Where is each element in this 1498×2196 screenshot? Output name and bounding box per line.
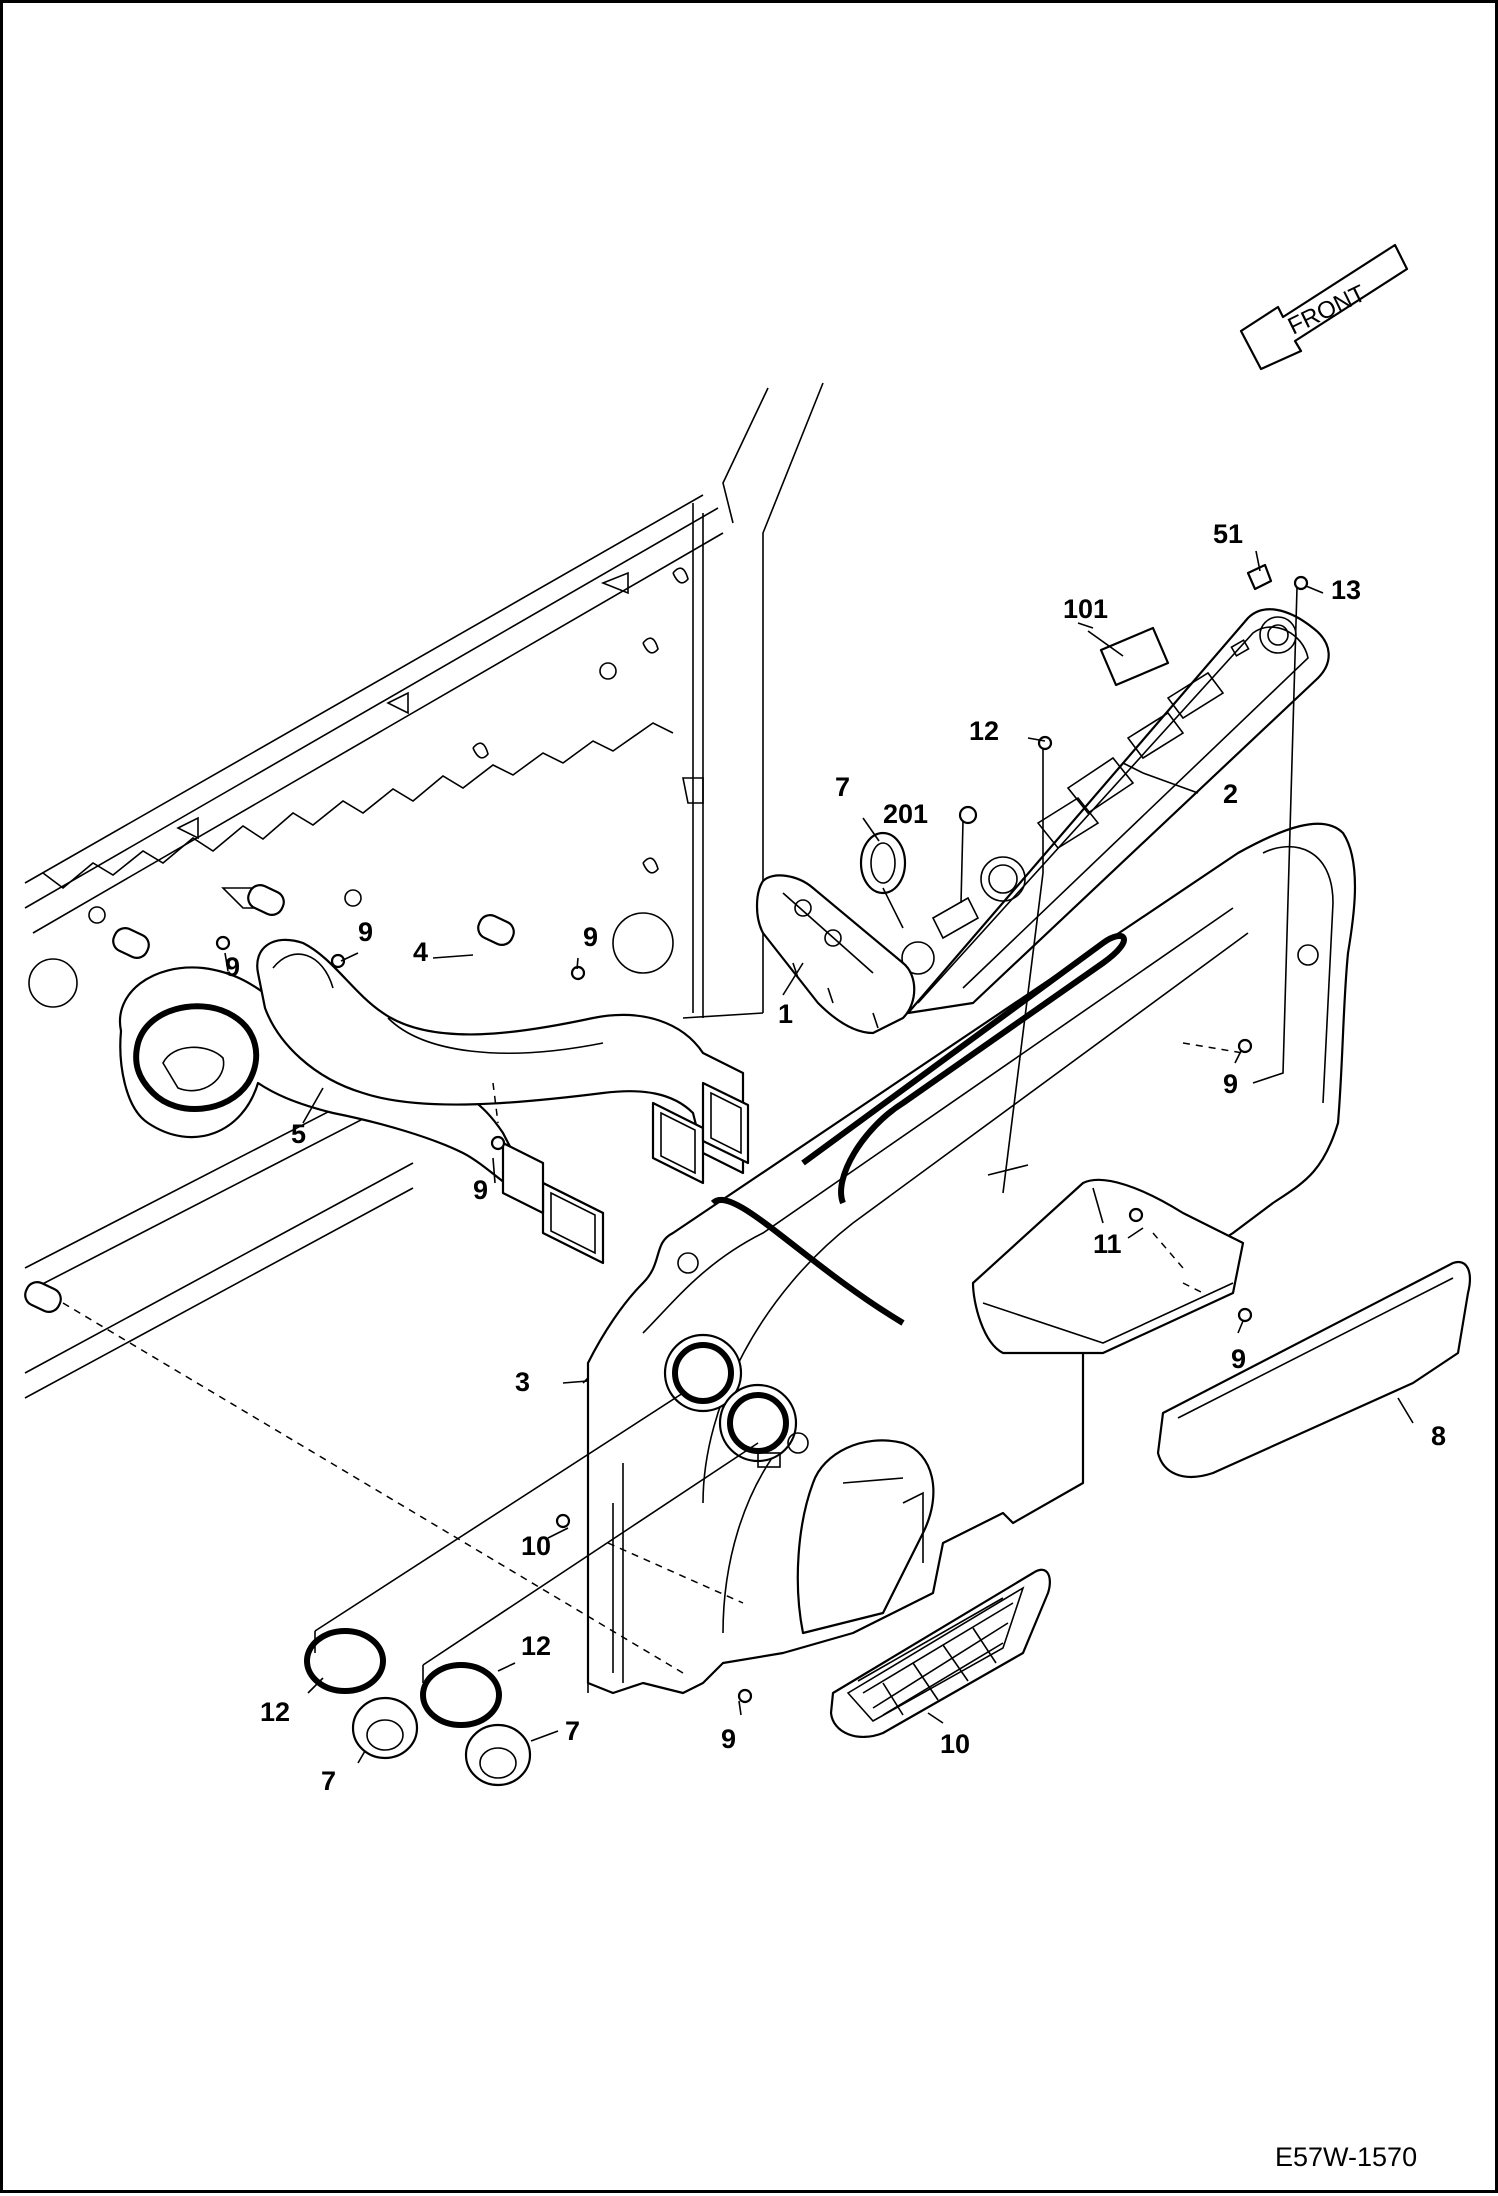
callout-1: 1 <box>778 999 793 1029</box>
callout-10-right: 11 <box>1093 1229 1122 1259</box>
callout-9-a: 9 <box>225 952 240 982</box>
callout-labels: 51 13 101 12 2 7 201 1 9 9 4 9 5 9 9 11 … <box>225 519 1446 1796</box>
callout-10-left: 10 <box>521 1531 551 1561</box>
callout-9-c: 9 <box>583 922 598 952</box>
exploded-parts-drawing: FRONT <box>24 243 1471 2172</box>
callout-8: 8 <box>1431 1421 1446 1451</box>
callout-2: 2 <box>1223 779 1238 809</box>
leader-lines <box>224 550 1414 1764</box>
callout-4: 4 <box>413 937 428 967</box>
console-end-cap <box>755 874 916 1035</box>
front-arrow: FRONT <box>1239 243 1409 371</box>
callout-12-left: 12 <box>260 1697 290 1727</box>
callout-5: 5 <box>291 1119 306 1149</box>
callout-11: 10 <box>940 1729 970 1759</box>
callout-3: 3 <box>515 1367 530 1397</box>
upper-console-panel <box>901 608 1330 1015</box>
vent-rings-and-louvers <box>304 831 907 1787</box>
callout-9-g: 9 <box>721 1724 736 1754</box>
armrest-pad <box>1156 1260 1471 1478</box>
callout-9-d: 9 <box>473 1175 488 1205</box>
callout-7-right: 7 <box>565 1716 580 1746</box>
callout-13: 12 <box>969 716 999 746</box>
callout-9-e: 9 <box>1223 1069 1238 1099</box>
callout-7-top: 7 <box>835 772 850 802</box>
air-duct-upper <box>256 938 750 1185</box>
drawing-code: E57W-1570 <box>1275 2142 1417 2172</box>
callout-12-right: 12 <box>521 1631 551 1661</box>
callout-13-top: 13 <box>1331 575 1361 605</box>
air-duct-left <box>118 966 605 1265</box>
callout-101: 101 <box>1063 594 1108 624</box>
small-parts <box>958 563 1273 825</box>
callout-9-f: 9 <box>1231 1344 1246 1374</box>
cab-frame <box>24 382 824 1399</box>
callout-51: 51 <box>1213 519 1243 549</box>
screws <box>215 575 1309 1704</box>
callout-201: 201 <box>883 799 928 829</box>
assembly-lines <box>62 1042 1244 1674</box>
callout-7-left: 7 <box>321 1766 336 1796</box>
panel-shelf <box>971 1178 1245 1355</box>
side-trim-panel <box>586 822 1357 1695</box>
grille <box>829 1568 1051 1738</box>
spacer-bumpers <box>24 884 515 1313</box>
callout-9-b: 9 <box>358 917 373 947</box>
